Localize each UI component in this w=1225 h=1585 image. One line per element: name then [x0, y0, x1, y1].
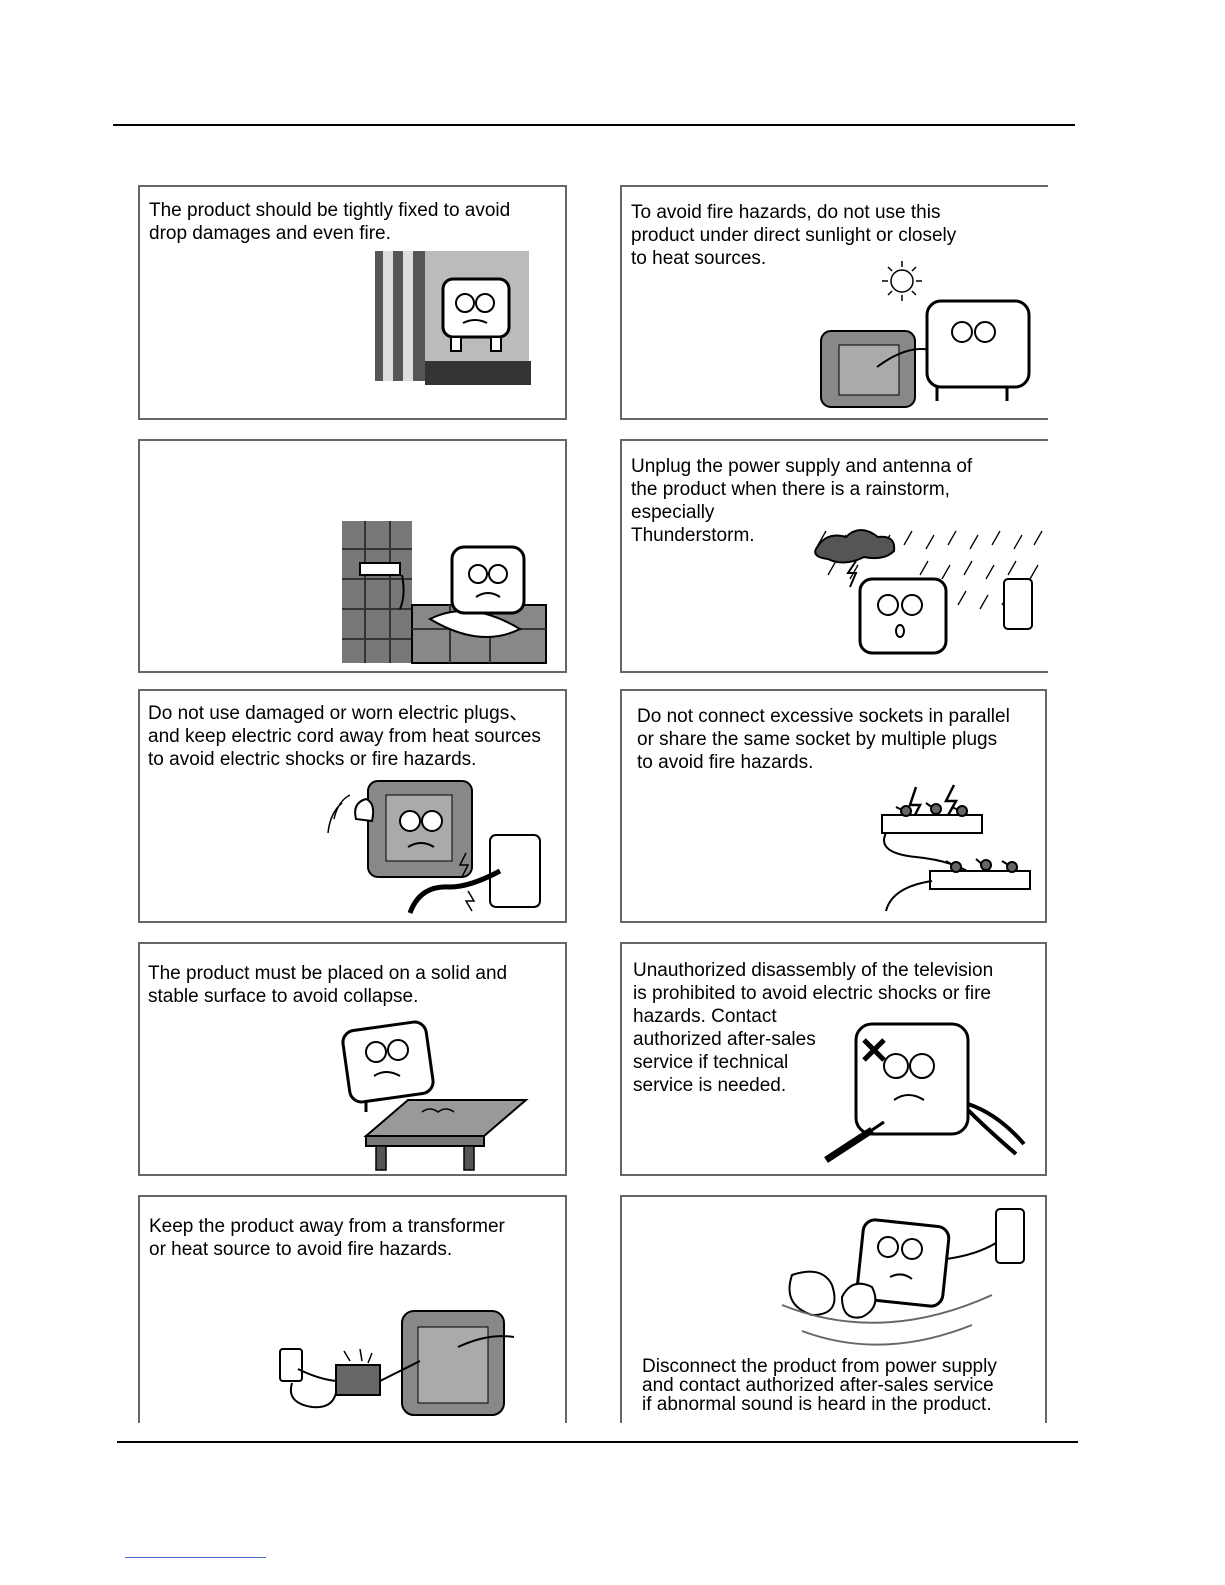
safety-panel-7: The product must be placed on a solid an…	[138, 942, 567, 1176]
safety-caption-6: Do not connect excessive sockets in para…	[637, 706, 1010, 773]
tv-fixed-to-wall-illustration	[373, 249, 533, 389]
tv-on-table-illustration	[336, 1020, 530, 1172]
safety-panel-2: To avoid fire hazards, do not use this p…	[620, 185, 1048, 420]
tv-near-heater-sun-illustration	[817, 247, 1039, 412]
transformer-near-heater-illustration	[278, 1307, 518, 1421]
tv-abnormal-sound-illustration	[772, 1205, 1034, 1349]
safety-panel-5: Do not use damaged or worn electric plug…	[138, 689, 567, 923]
tv-in-thunderstorm-illustration	[808, 505, 1044, 665]
safety-caption-1: The product should be tightly fixed to a…	[149, 200, 511, 244]
tv-with-tools-illustration	[818, 1014, 1034, 1174]
safety-caption-4: Unplug the power supply and antenna of t…	[631, 456, 973, 546]
safety-caption-8: Unauthorized disassembly of the televisi…	[633, 960, 994, 1096]
tv-near-water-tap-illustration	[340, 519, 548, 665]
safety-caption-9: Keep the product away from a transformer…	[149, 1216, 505, 1260]
footer-rule	[117, 1441, 1078, 1443]
safety-caption-5: Do not use damaged or worn electric plug…	[148, 703, 541, 770]
safety-caption-10: Disconnect the product from power supply…	[642, 1356, 997, 1415]
safety-caption-2: To avoid fire hazards, do not use this p…	[631, 202, 957, 269]
footer-link-underline	[125, 1557, 266, 1558]
safety-panel-6: Do not connect excessive sockets in para…	[620, 689, 1047, 923]
overloaded-power-strip-illustration	[876, 781, 1040, 913]
safety-panel-3	[138, 439, 567, 673]
safety-panel-9: Keep the product away from a transformer…	[138, 1195, 567, 1423]
safety-panel-8: Unauthorized disassembly of the televisi…	[620, 942, 1047, 1176]
safety-caption-7: The product must be placed on a solid an…	[148, 963, 508, 1007]
tv-damaged-plug-illustration	[326, 777, 548, 915]
safety-panel-4: Unplug the power supply and antenna of t…	[620, 439, 1048, 673]
safety-panel-1: The product should be tightly fixed to a…	[138, 185, 567, 420]
safety-panel-10: Disconnect the product from power supply…	[620, 1195, 1047, 1423]
header-rule	[113, 124, 1075, 126]
